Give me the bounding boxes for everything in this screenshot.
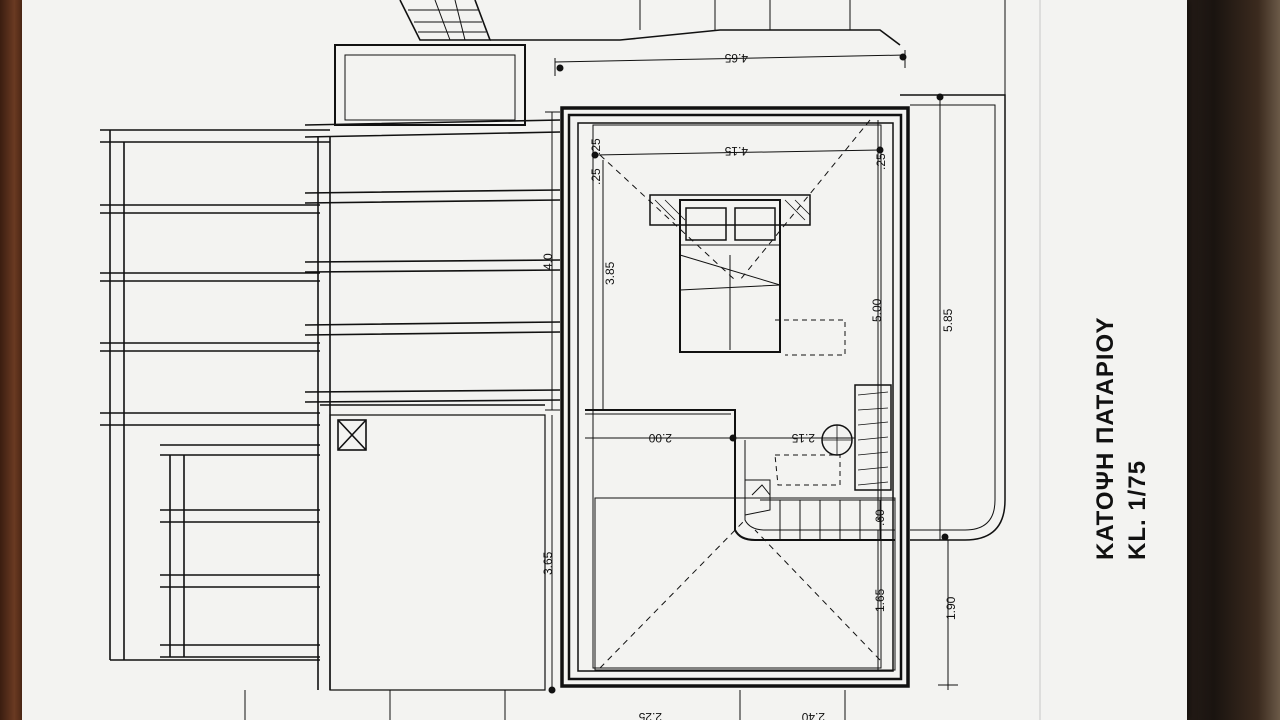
lower-void (594, 497, 896, 671)
balcony-edge (900, 0, 1006, 541)
table-surface-left (0, 0, 24, 720)
dim-left-lower: 3.65 (541, 551, 555, 575)
dim-right-margin-top: .25 (874, 153, 888, 170)
pergola-beams (100, 129, 330, 661)
bed (649, 194, 846, 356)
dim-stair-width: .60 (873, 509, 887, 526)
dim-right-lower: 1.65 (873, 588, 887, 612)
dim-bottom-right: 2.40 (801, 710, 825, 720)
dim-inner-width: 4.15 (724, 144, 748, 158)
dim-left-margin-top-2: .25 (589, 168, 603, 185)
plan-title: ΚΑΤΟΨΗ ΠΑΤΑΡΙΟΥ (1092, 316, 1119, 560)
floor-plan: 4.65 4.15 .25 .25 .25 4.0 3.85 5.00 5.85… (100, 0, 1041, 720)
wardrobe (854, 384, 892, 491)
dim-left-upper: 4.0 (541, 253, 555, 270)
dim-right-upper: 5.00 (870, 298, 884, 322)
drawing-sheet: 4.65 4.15 .25 .25 .25 4.0 3.85 5.00 5.85… (22, 0, 1187, 720)
dimension-labels: 4.65 4.15 .25 .25 .25 4.0 3.85 5.00 5.85… (541, 51, 958, 720)
plan-scale: ΚL. 1/75 (1124, 459, 1151, 560)
mezzanine-walls (560, 106, 910, 688)
exterior-stair-top (399, 0, 901, 46)
dim-right-bottom: 1.90 (944, 596, 958, 620)
table-surface-right (1170, 0, 1280, 720)
dim-bottom-left: 2.25 (638, 710, 662, 720)
interior-stair (734, 440, 895, 541)
dim-landing-left: 2.00 (648, 431, 672, 445)
chimney-box (334, 44, 526, 126)
dim-left-margin-top: .25 (589, 138, 603, 155)
partition (585, 409, 736, 440)
upper-void-diagonals (599, 119, 881, 669)
vent-symbol (337, 419, 367, 451)
dimension-lines (244, 50, 958, 720)
title-block: ΚΑΤΟΨΗ ΠΑΤΑΡΙΟΥ ΚL. 1/75 (1072, 260, 1182, 590)
dim-landing-right: 2.15 (791, 431, 815, 445)
dim-bedroom-depth: 3.85 (603, 261, 617, 285)
roof-beams (304, 119, 561, 691)
dim-right-overall: 5.85 (941, 308, 955, 332)
dim-top-overall: 4.65 (724, 51, 748, 65)
